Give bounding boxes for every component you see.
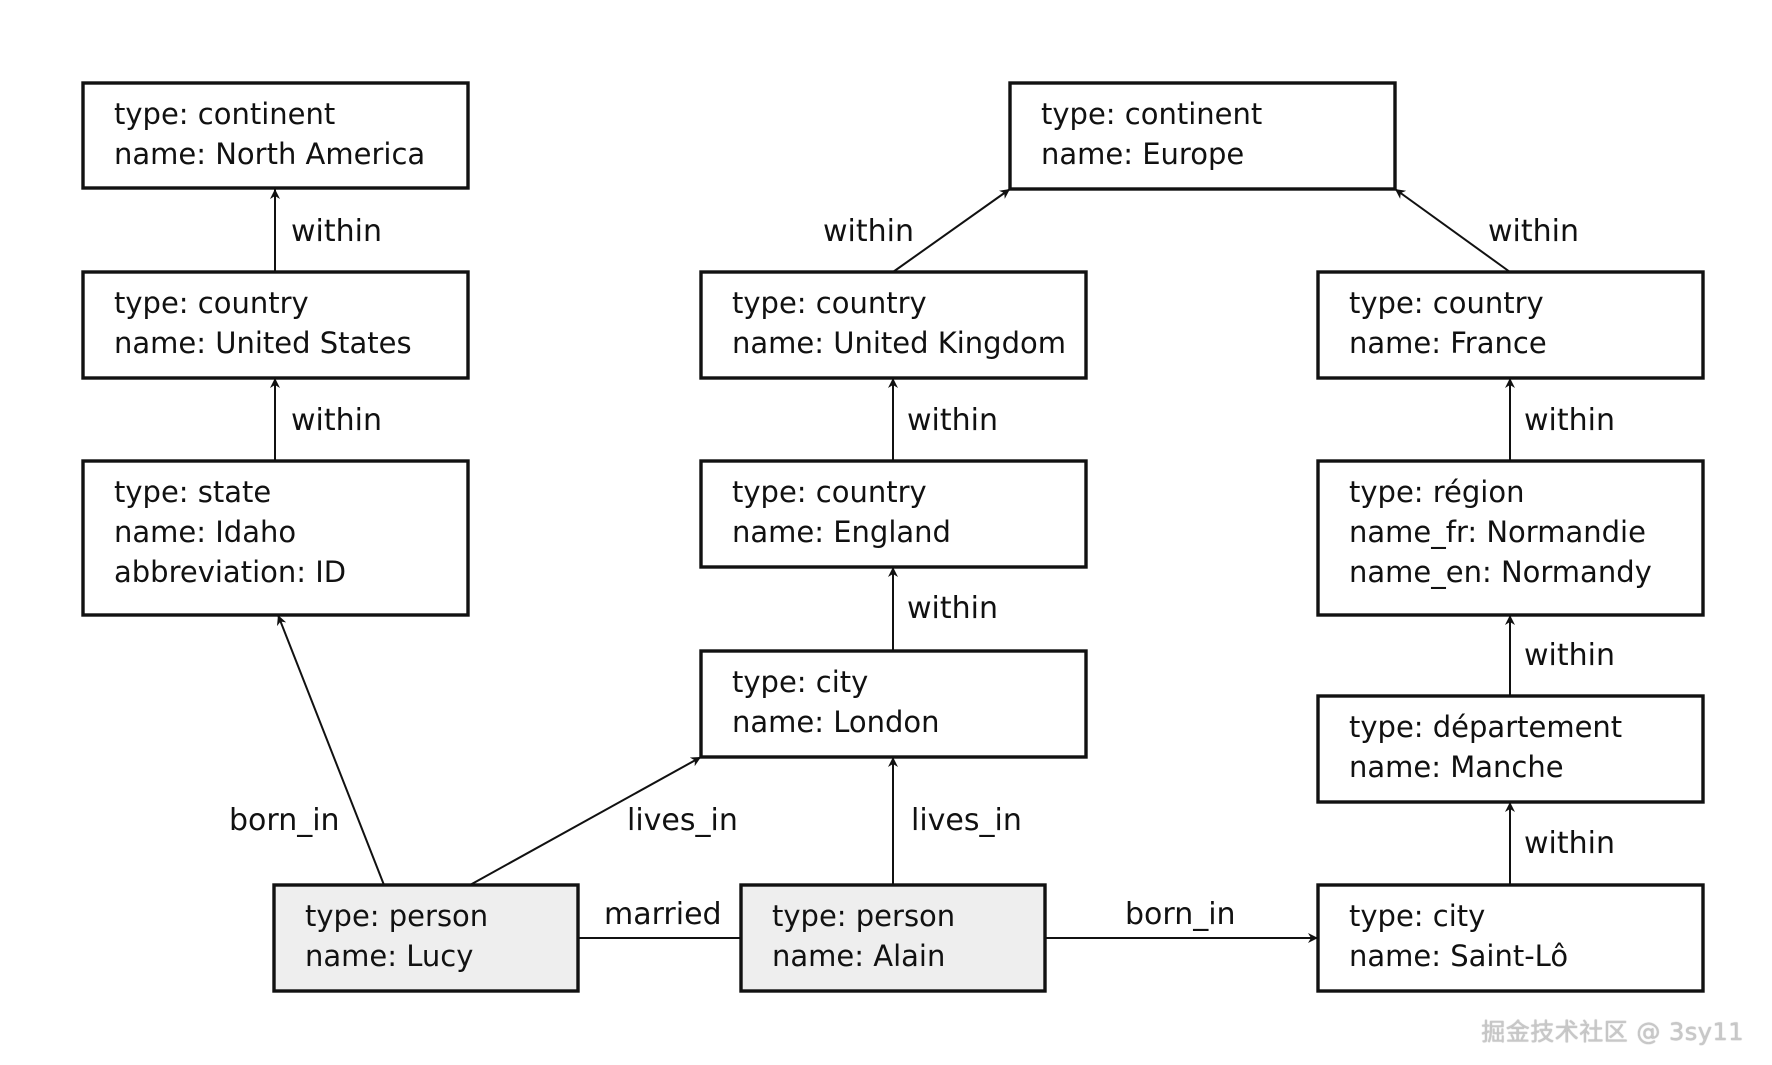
node-box	[81, 270, 470, 380]
edge-label: born_in	[229, 803, 340, 838]
edge-france-to-europe: within	[1394, 188, 1579, 273]
edge-lucy-to-idaho: born_in	[229, 614, 385, 886]
node-alain: type: person name: Alain	[739, 883, 1047, 993]
node-line: name: London	[732, 705, 940, 739]
node-box	[272, 883, 580, 993]
node-england: type: country name: England	[699, 459, 1088, 569]
watermark: 掘金技术社区 @ 3sy11	[1481, 1018, 1744, 1046]
node-north-america: type: continent name: North America	[81, 81, 470, 190]
node-line: name: Europe	[1041, 137, 1244, 171]
node-line: name: Saint-Lô	[1349, 939, 1568, 973]
node-line: name: Manche	[1349, 750, 1564, 784]
edge-alain-to-london: lives_in	[888, 757, 1022, 885]
node-line: name: Idaho	[114, 515, 296, 549]
edge-label: within	[1488, 214, 1579, 249]
node-box	[699, 459, 1088, 569]
edge-united-kingdom-to-europe: within	[823, 188, 1011, 273]
node-line: type: person	[772, 899, 955, 933]
node-line: name: Lucy	[305, 939, 473, 973]
node-line: name: Alain	[772, 939, 945, 973]
edge-line	[277, 614, 385, 886]
node-line: type: person	[305, 899, 488, 933]
edge-label: within	[823, 214, 914, 249]
node-idaho: type: state name: Idaho abbreviation: ID	[81, 459, 470, 617]
node-line: type: région	[1349, 475, 1525, 509]
node-london: type: city name: London	[699, 649, 1088, 759]
edge-label: within	[1524, 638, 1615, 673]
node-united-states: type: country name: United States	[81, 270, 470, 380]
node-lucy: type: person name: Lucy	[272, 883, 580, 993]
edge-lucy-to-london: lives_in	[469, 756, 738, 886]
edge-label: within	[1524, 826, 1615, 861]
node-line: name_fr: Normandie	[1349, 515, 1646, 549]
edge-label: within	[1524, 403, 1615, 438]
node-line: type: country	[114, 286, 309, 320]
node-box	[81, 459, 470, 617]
edge-label: within	[907, 591, 998, 626]
edge-line	[892, 188, 1011, 273]
node-box	[81, 81, 470, 190]
node-line: type: continent	[1041, 97, 1262, 131]
node-line: type: country	[732, 286, 927, 320]
node-line: name: United Kingdom	[732, 326, 1066, 360]
node-line: name: France	[1349, 326, 1547, 360]
node-box	[1316, 270, 1705, 380]
node-box	[1316, 883, 1705, 993]
node-line: name_en: Normandy	[1349, 555, 1652, 589]
node-box	[1316, 459, 1705, 617]
node-france: type: country name: France	[1316, 270, 1705, 380]
edge-normandie-to-france: within	[1505, 378, 1615, 461]
node-box	[1316, 694, 1705, 804]
edge-lucy-to-alain: married	[578, 897, 741, 939]
node-europe: type: continent name: Europe	[1008, 81, 1397, 191]
node-line: type: country	[1349, 286, 1544, 320]
node-line: type: city	[732, 665, 868, 699]
node-saint-lo: type: city name: Saint-Lô	[1316, 883, 1705, 993]
edge-label: lives_in	[627, 803, 738, 838]
edge-label: born_in	[1125, 897, 1236, 932]
edge-line	[469, 756, 702, 886]
node-line: name: England	[732, 515, 951, 549]
edge-idaho-to-united-states: within	[270, 378, 382, 461]
edge-london-to-england: within	[888, 567, 998, 651]
edge-label: within	[907, 403, 998, 438]
edge-united-states-to-north-america: within	[270, 189, 382, 272]
node-line: name: United States	[114, 326, 412, 360]
node-manche: type: département name: Manche	[1316, 694, 1705, 804]
edges-layer: within within within within within within with…	[229, 188, 1615, 943]
edge-alain-to-saint-lo: born_in	[1045, 897, 1318, 943]
edge-england-to-united-kingdom: within	[888, 378, 998, 461]
node-box	[1008, 81, 1397, 191]
node-box	[699, 270, 1088, 380]
node-united-kingdom: type: country name: United Kingdom	[699, 270, 1088, 380]
node-box	[739, 883, 1047, 993]
node-line: type: state	[114, 475, 271, 509]
edge-label: within	[291, 214, 382, 249]
node-box	[699, 649, 1088, 759]
node-line: name: North America	[114, 137, 425, 171]
edge-manche-to-normandie: within	[1505, 615, 1615, 696]
node-line: type: country	[732, 475, 927, 509]
edge-label: lives_in	[911, 803, 1022, 838]
edge-line	[1394, 188, 1511, 273]
node-normandie: type: région name_fr: Normandie name_en: N…	[1316, 459, 1705, 617]
node-line: type: continent	[114, 97, 335, 131]
edge-saint-lo-to-manche: within	[1505, 802, 1615, 885]
node-line: type: city	[1349, 899, 1485, 933]
edge-label: married	[604, 897, 722, 932]
edge-label: within	[291, 403, 382, 438]
node-line: abbreviation: ID	[114, 555, 346, 589]
node-line: type: département	[1349, 710, 1622, 744]
